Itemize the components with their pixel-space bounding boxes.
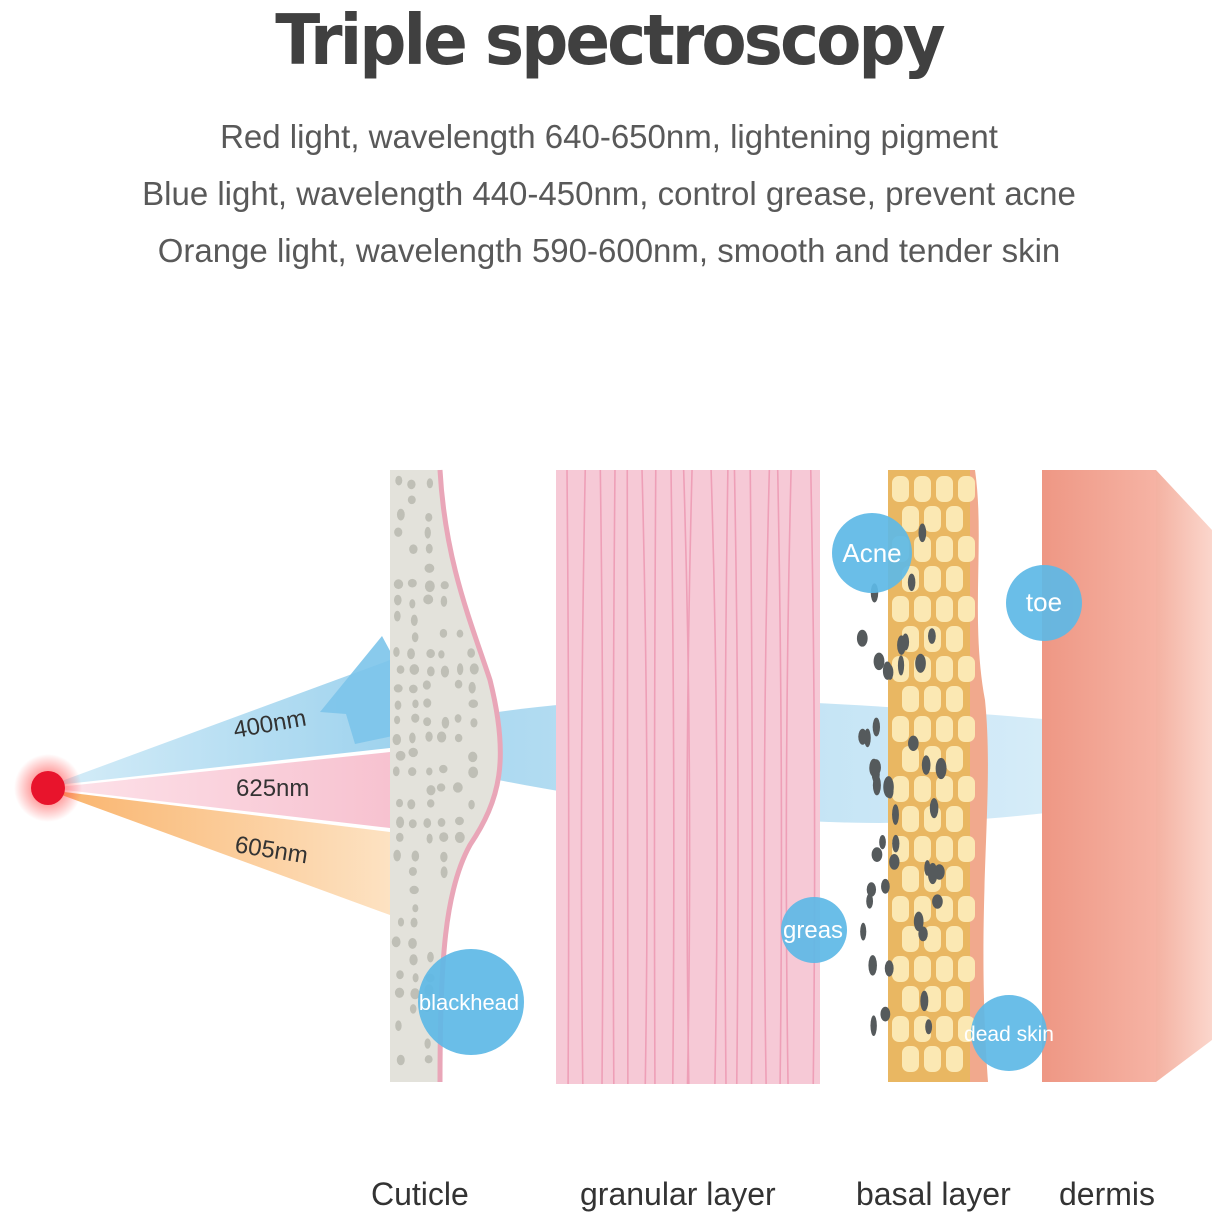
light-source: [31, 771, 65, 805]
beam-orange: [48, 790, 390, 915]
bubble-grease: greas: [781, 897, 847, 963]
bubble-toe: toe: [1006, 565, 1082, 641]
page-title: Triple spectroscopy: [275, 0, 945, 81]
beam-pink: [48, 752, 390, 828]
description-red-light: Red light, wavelength 640-650nm, lighten…: [220, 118, 998, 155]
layer-label-cuticle: Cuticle: [371, 1176, 469, 1212]
bubble-label-toe: toe: [1026, 587, 1062, 617]
granular-layer: [556, 469, 820, 1085]
dermis-layer: [1042, 470, 1212, 1082]
reflection-arrow: [320, 636, 410, 744]
bubble-label-blackhead: blackhead: [419, 990, 519, 1015]
bubble-blackhead: blackhead: [418, 949, 524, 1055]
layer-label-granular: granular layer: [580, 1176, 776, 1212]
layer-label-basal: basal layer: [856, 1176, 1011, 1212]
beam-blue: [48, 660, 390, 786]
bubble-label-dead-skin: dead skin: [964, 1023, 1054, 1046]
layer-label-dermis: dermis: [1059, 1176, 1156, 1212]
beam-label-625nm: 625nm: [236, 775, 309, 802]
description-blue-light: Blue light, wavelength 440-450nm, contro…: [142, 175, 1076, 212]
cuticle-layer: [390, 469, 503, 1083]
bubble-label-acne: Acne: [842, 538, 901, 568]
bubble-label-grease: greas: [783, 917, 843, 944]
bubble-acne: Acne: [832, 513, 912, 593]
description-orange-light: Orange light, wavelength 590-600nm, smoo…: [157, 232, 1061, 269]
bubble-dead-skin: dead skin: [964, 995, 1054, 1071]
